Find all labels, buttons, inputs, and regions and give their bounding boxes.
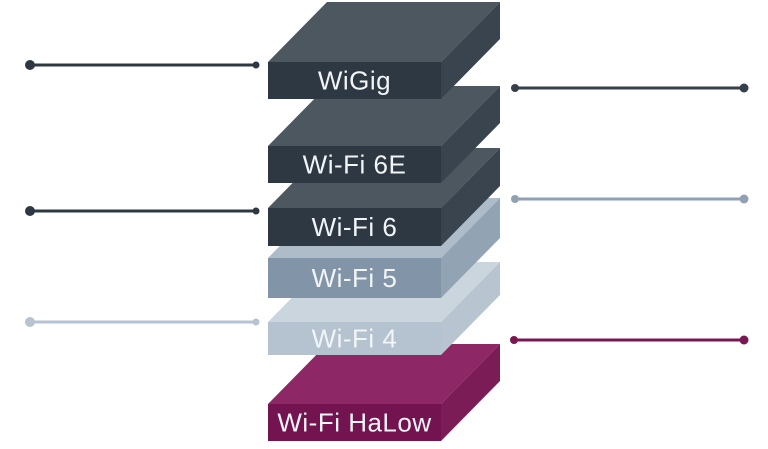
callout-line-left-bottom <box>25 317 260 327</box>
layer-label-wifi-4: Wi-Fi 4 <box>312 324 398 354</box>
callout-end-dot <box>739 335 749 345</box>
layer-side-face <box>441 86 500 183</box>
layer-top-face <box>268 344 500 404</box>
layer-label-wigig: WiGig <box>318 66 391 96</box>
layer-front-face <box>268 146 441 183</box>
callout-start-dot <box>510 336 518 344</box>
layer-label-wifi-halow: Wi-Fi HaLow <box>277 408 431 438</box>
layer-front-face <box>268 404 441 441</box>
callout-line-left-top <box>25 60 260 70</box>
callout-start-dot <box>25 60 35 70</box>
callout-line-left-middle <box>25 206 260 216</box>
layer-side-face <box>441 198 500 298</box>
layer-side-face <box>441 262 500 355</box>
callout-end-dot <box>739 194 749 204</box>
callout-start-dot <box>25 206 35 216</box>
callout-start-dot <box>511 195 519 203</box>
layer-label-wifi-6: Wi-Fi 6 <box>312 212 398 242</box>
layer-label-wifi-6e: Wi-Fi 6E <box>303 150 407 180</box>
layer-side-face <box>441 344 500 441</box>
callout-start-dot <box>25 317 35 327</box>
layer-block-wifi-6e: Wi-Fi 6E <box>268 86 500 183</box>
callout-line-right-top <box>511 83 749 93</box>
layer-block-wifi-halow: Wi-Fi HaLow <box>268 344 500 441</box>
layer-block-wigig: WiGig <box>268 2 500 99</box>
layer-front-face <box>268 62 441 99</box>
layer-front-face <box>268 208 441 246</box>
callout-end-dot <box>252 207 260 215</box>
layer-front-face <box>268 258 441 298</box>
callout-end-dot <box>252 61 260 69</box>
callout-line-right-middle <box>511 194 749 204</box>
layer-top-face <box>268 86 500 146</box>
layer-side-face <box>441 148 500 246</box>
callout-line-right-bottom <box>510 335 749 345</box>
layer-front-face <box>268 322 441 355</box>
layer-side-face <box>441 2 500 99</box>
callout-end-dot <box>739 83 749 93</box>
layer-top-face <box>268 2 500 62</box>
callout-end-dot <box>252 318 260 326</box>
callout-start-dot <box>511 84 519 92</box>
layer-label-wifi-5: Wi-Fi 5 <box>312 263 398 293</box>
